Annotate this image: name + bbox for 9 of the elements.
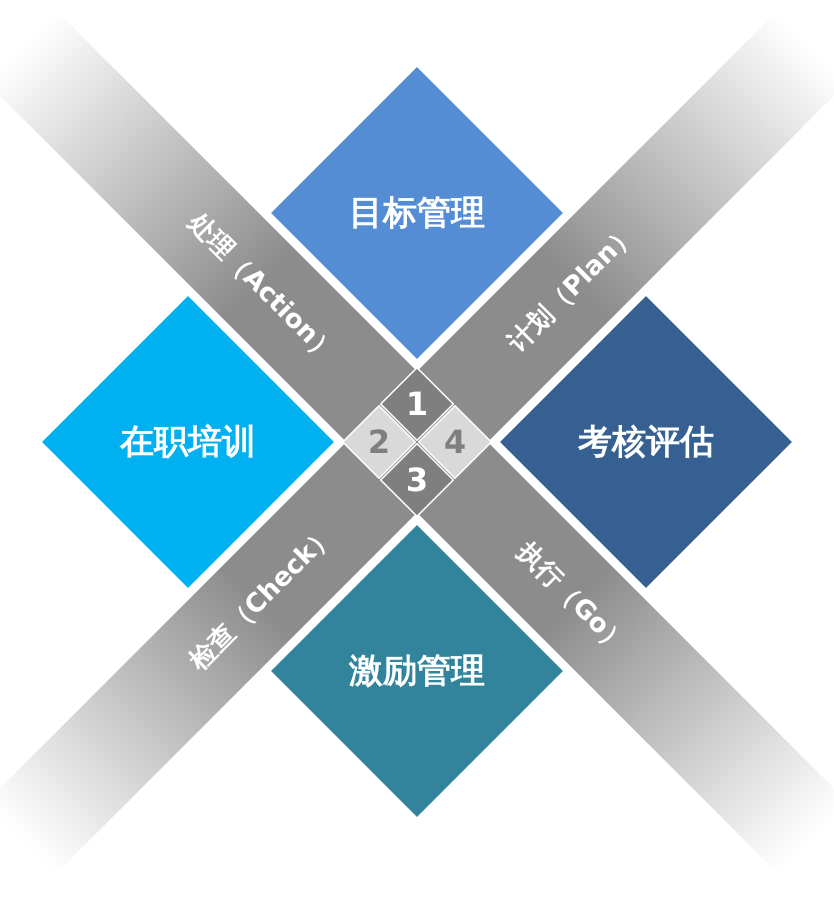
node-label: 激励管理 — [349, 650, 485, 693]
step-number: 4 — [444, 423, 466, 461]
step-number: 3 — [406, 461, 428, 499]
node-label: 在职培训 — [120, 421, 256, 464]
band-label: 执行（Go） — [510, 535, 634, 660]
step-number: 1 — [406, 385, 428, 423]
step-number: 2 — [368, 423, 390, 461]
node-label: 目标管理 — [349, 192, 485, 235]
node-label: 考核评估 — [578, 421, 714, 464]
